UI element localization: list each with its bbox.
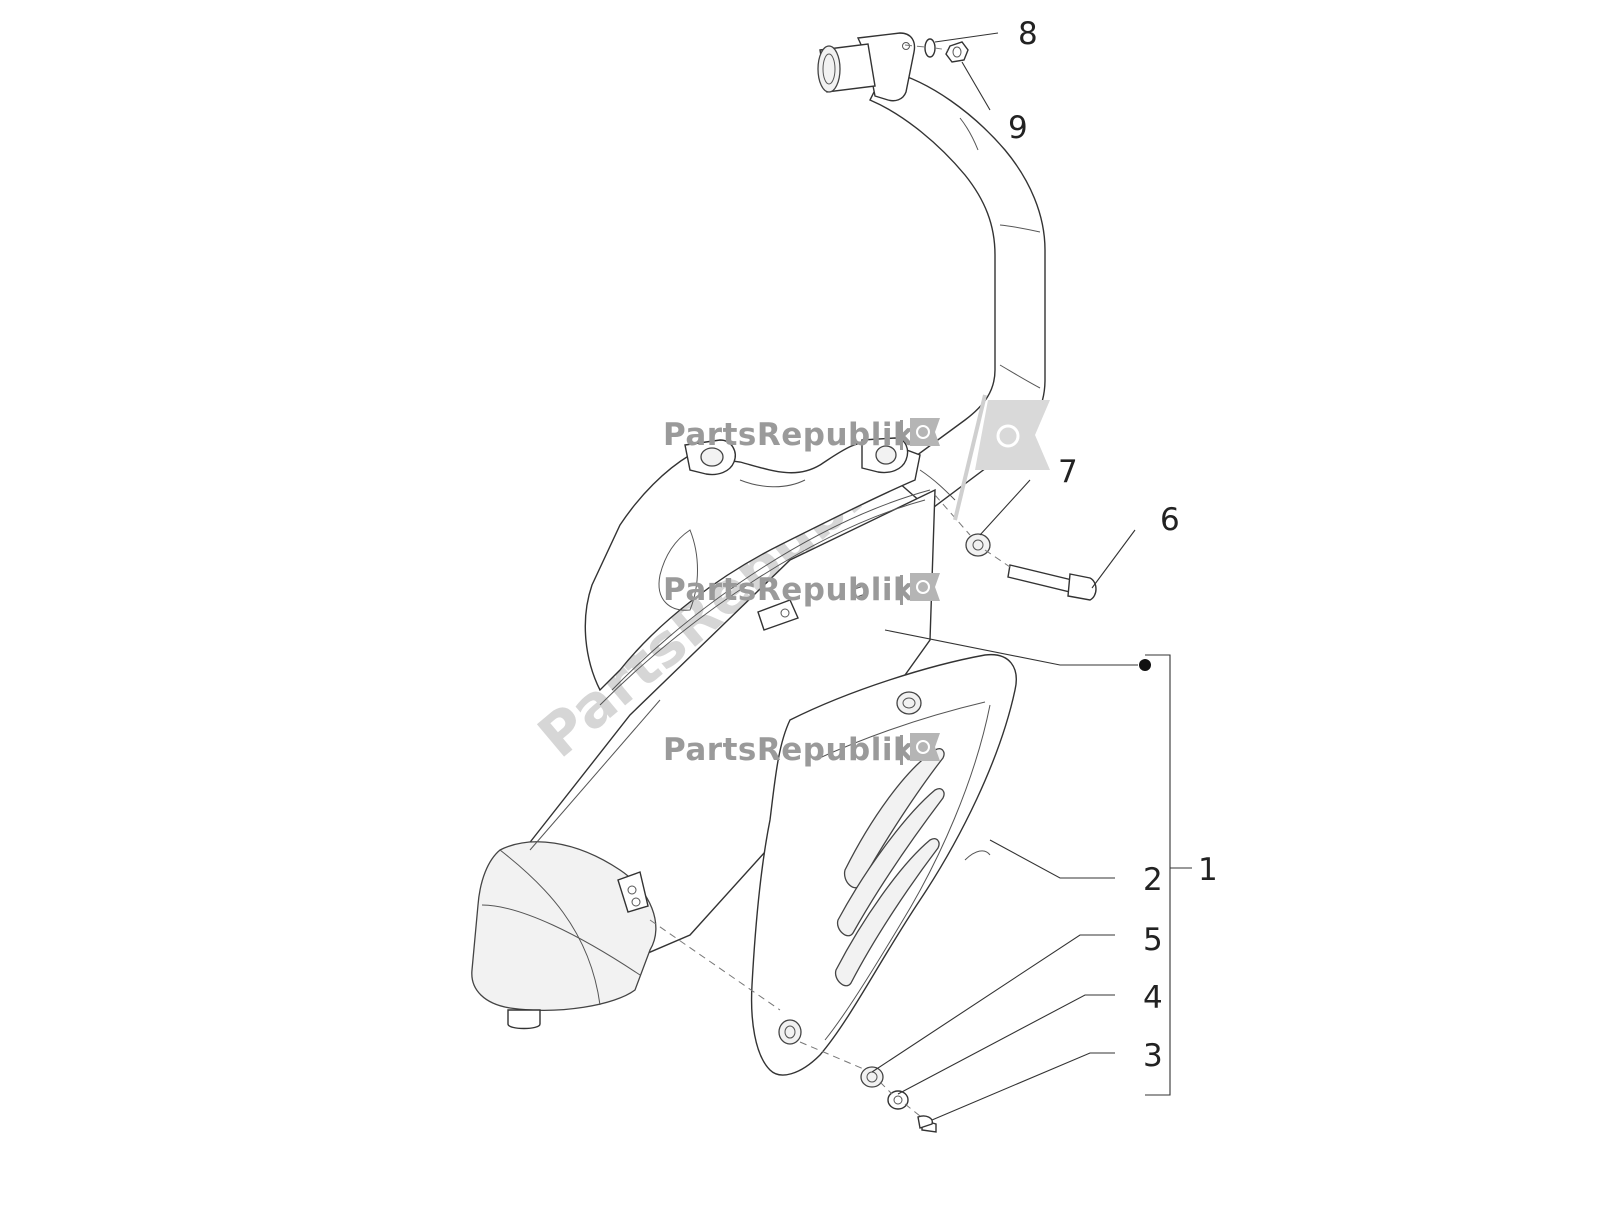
flag-gear-icon <box>910 418 940 446</box>
assembly-lines <box>649 44 1011 1117</box>
watermark-text: PartsRepublik <box>663 417 915 453</box>
nut-9 <box>945 41 969 63</box>
callout-4: 4 <box>1143 980 1163 1016</box>
callout-7: 7 <box>1058 454 1078 490</box>
washer-8 <box>924 38 936 58</box>
watermark-text: PartsRepublik <box>663 732 915 768</box>
assembly-dot <box>1139 659 1151 671</box>
callout-6: 6 <box>1160 502 1180 538</box>
callouts: 8 9 7 6 1 2 5 4 3 <box>1008 16 1218 1074</box>
watermark-2: PartsRepublik <box>663 572 940 608</box>
bolt-6 <box>1007 564 1097 601</box>
callout-2: 2 <box>1143 862 1163 898</box>
watermark-3: PartsRepublik <box>663 732 940 768</box>
heat-guard <box>750 653 1017 1076</box>
flag-gear-icon <box>975 400 1050 470</box>
washer-7 <box>965 533 991 557</box>
callout-9: 9 <box>1008 110 1028 146</box>
callout-3: 3 <box>1143 1038 1163 1074</box>
leader-lines <box>871 32 1192 1121</box>
screw-3 <box>917 1115 937 1133</box>
flag-gear-icon <box>910 733 940 761</box>
watermark-1: PartsRepublik <box>663 417 940 453</box>
callout-1: 1 <box>1198 852 1218 888</box>
callout-8: 8 <box>1018 16 1038 52</box>
bushing-5 <box>860 1066 884 1088</box>
watermark-text: PartsRepublik <box>663 572 915 608</box>
washer-4 <box>887 1090 909 1110</box>
watermark-big-flag <box>953 394 1050 521</box>
flag-gear-icon <box>910 573 940 601</box>
muffler-body <box>471 437 936 1030</box>
callout-5: 5 <box>1143 922 1163 958</box>
